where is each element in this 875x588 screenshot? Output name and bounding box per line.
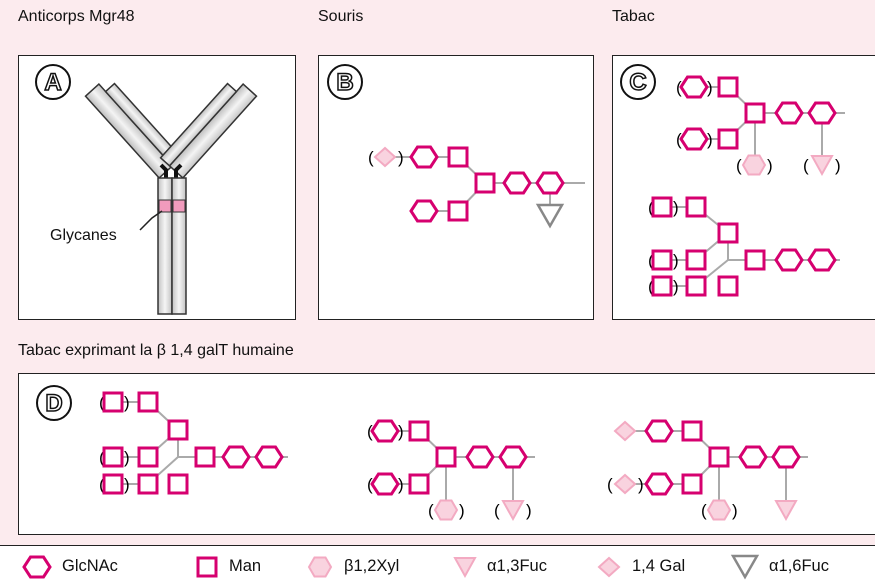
glycan-site bbox=[158, 199, 172, 213]
svg-text:): ) bbox=[124, 393, 130, 412]
svg-text:): ) bbox=[398, 422, 404, 441]
svg-text:(: ( bbox=[368, 148, 374, 167]
svg-text:(: ( bbox=[676, 130, 682, 149]
svg-text:(: ( bbox=[701, 501, 707, 520]
svg-text:): ) bbox=[526, 501, 532, 520]
svg-text:(: ( bbox=[648, 277, 654, 296]
panel-c-title: Tabac bbox=[612, 8, 655, 25]
svg-text:): ) bbox=[767, 156, 773, 175]
panel-b-label: B bbox=[327, 64, 363, 100]
panel-a-label: A bbox=[35, 64, 71, 100]
glycan-tobacco-complex: ( ) ( ) ( ) ( ) bbox=[676, 75, 845, 176]
panel-a-letter: A bbox=[44, 69, 61, 96]
antibody-right-arm bbox=[159, 82, 258, 179]
glycan-pointer bbox=[139, 210, 163, 231]
svg-text:(: ( bbox=[648, 198, 654, 217]
svg-text:(: ( bbox=[607, 475, 613, 494]
svg-text:(: ( bbox=[99, 475, 105, 494]
legend-fuc16-icon bbox=[731, 554, 759, 579]
svg-text:(: ( bbox=[648, 251, 654, 270]
legend-label-gal: 1,4 Gal bbox=[632, 557, 686, 575]
svg-text:): ) bbox=[459, 501, 465, 520]
legend-label-glcnac: GlcNAc bbox=[62, 557, 118, 575]
svg-text:): ) bbox=[124, 475, 130, 494]
legend-gal-icon bbox=[598, 557, 620, 577]
panel-d-title: Tabac exprimant la β 1,4 galT humaine bbox=[18, 342, 294, 359]
legend-glcnac-icon bbox=[22, 555, 52, 579]
svg-text:): ) bbox=[398, 148, 404, 167]
svg-text:): ) bbox=[638, 475, 644, 494]
svg-text:(: ( bbox=[99, 448, 105, 467]
panel-b-title: Souris bbox=[318, 8, 364, 25]
panel-d-letter: D bbox=[45, 390, 62, 417]
panel-a-title: Anticorps Mgr48 bbox=[18, 8, 135, 25]
legend-bar bbox=[0, 545, 875, 588]
glycan-label: Glycanes bbox=[50, 227, 117, 244]
svg-text:): ) bbox=[398, 475, 404, 494]
legend-label-fuc16: α1,6Fuc bbox=[769, 557, 829, 575]
svg-text:(: ( bbox=[99, 393, 105, 412]
legend-fuc13-icon bbox=[454, 557, 476, 577]
svg-text:): ) bbox=[732, 501, 738, 520]
svg-text:(: ( bbox=[367, 422, 373, 441]
svg-text:): ) bbox=[673, 277, 679, 296]
legend-label-xyl: β1,2Xyl bbox=[344, 557, 400, 575]
svg-text:): ) bbox=[124, 448, 130, 467]
panel-c-letter: C bbox=[629, 69, 646, 96]
antibody-diagram bbox=[84, 82, 258, 315]
svg-text:(: ( bbox=[367, 475, 373, 494]
panel-d-label: D bbox=[36, 385, 72, 421]
legend-xyl-icon bbox=[308, 556, 332, 578]
svg-text:(: ( bbox=[803, 156, 809, 175]
svg-text:(: ( bbox=[428, 501, 434, 520]
svg-text:): ) bbox=[673, 198, 679, 217]
svg-text:): ) bbox=[835, 156, 841, 175]
panel-b-letter: B bbox=[336, 69, 353, 96]
legend-man-icon bbox=[196, 556, 218, 578]
legend-label-man: Man bbox=[229, 557, 262, 575]
svg-text:): ) bbox=[673, 251, 679, 270]
svg-text:): ) bbox=[707, 78, 713, 97]
glycan-d-complex: ( ) ( ) ( ) ( ) bbox=[367, 419, 535, 521]
antibody-heavy-chain-left bbox=[157, 177, 173, 315]
glycan-site bbox=[172, 199, 186, 213]
svg-text:(: ( bbox=[494, 501, 500, 520]
panel-c-label: C bbox=[620, 64, 656, 100]
svg-text:(: ( bbox=[676, 78, 682, 97]
glycan-tobacco-highmannose: ( ) ( ) ( ) bbox=[648, 196, 840, 297]
svg-text:(: ( bbox=[736, 156, 742, 175]
glycan-d-highmannose: ( ) ( ) ( ) bbox=[99, 391, 288, 495]
glycan-d-galactosylated: ( ) ( ) bbox=[607, 419, 808, 521]
glycan-mouse: ( ) bbox=[368, 145, 585, 228]
svg-text:): ) bbox=[707, 130, 713, 149]
legend-label-fuc13: α1,3Fuc bbox=[487, 557, 547, 575]
antibody-heavy-chain-right bbox=[171, 177, 187, 315]
